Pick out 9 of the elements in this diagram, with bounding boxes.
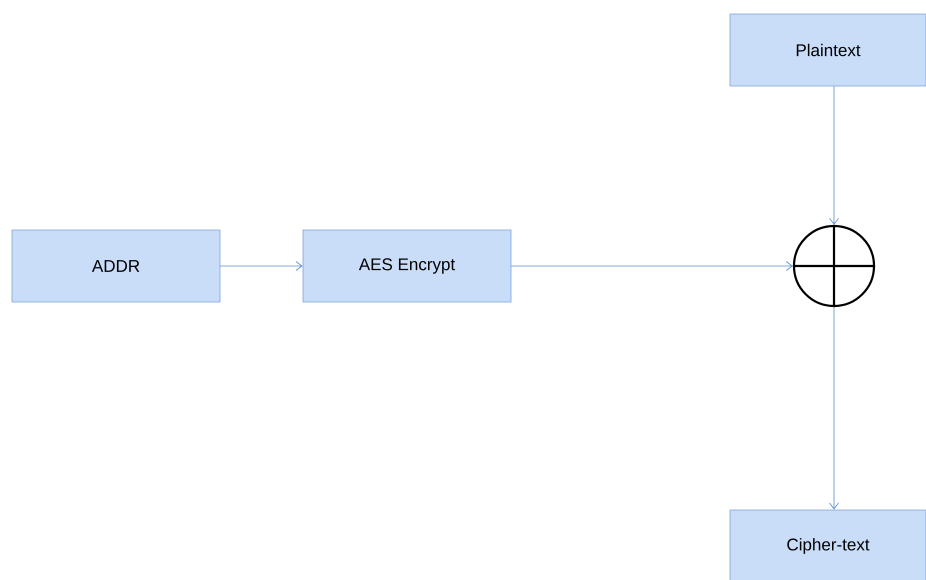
process-box: AES Encrypt: [302, 230, 512, 302]
process-box: Plaintext: [730, 14, 926, 86]
xor-symbol: [792, 224, 876, 308]
arrow: [511, 261, 793, 271]
process-box: Cipher-text: [730, 510, 926, 580]
process-box: ADDR: [12, 230, 220, 302]
arrow: [829, 306, 839, 510]
arrow: [220, 261, 303, 271]
arrow: [829, 86, 839, 225]
